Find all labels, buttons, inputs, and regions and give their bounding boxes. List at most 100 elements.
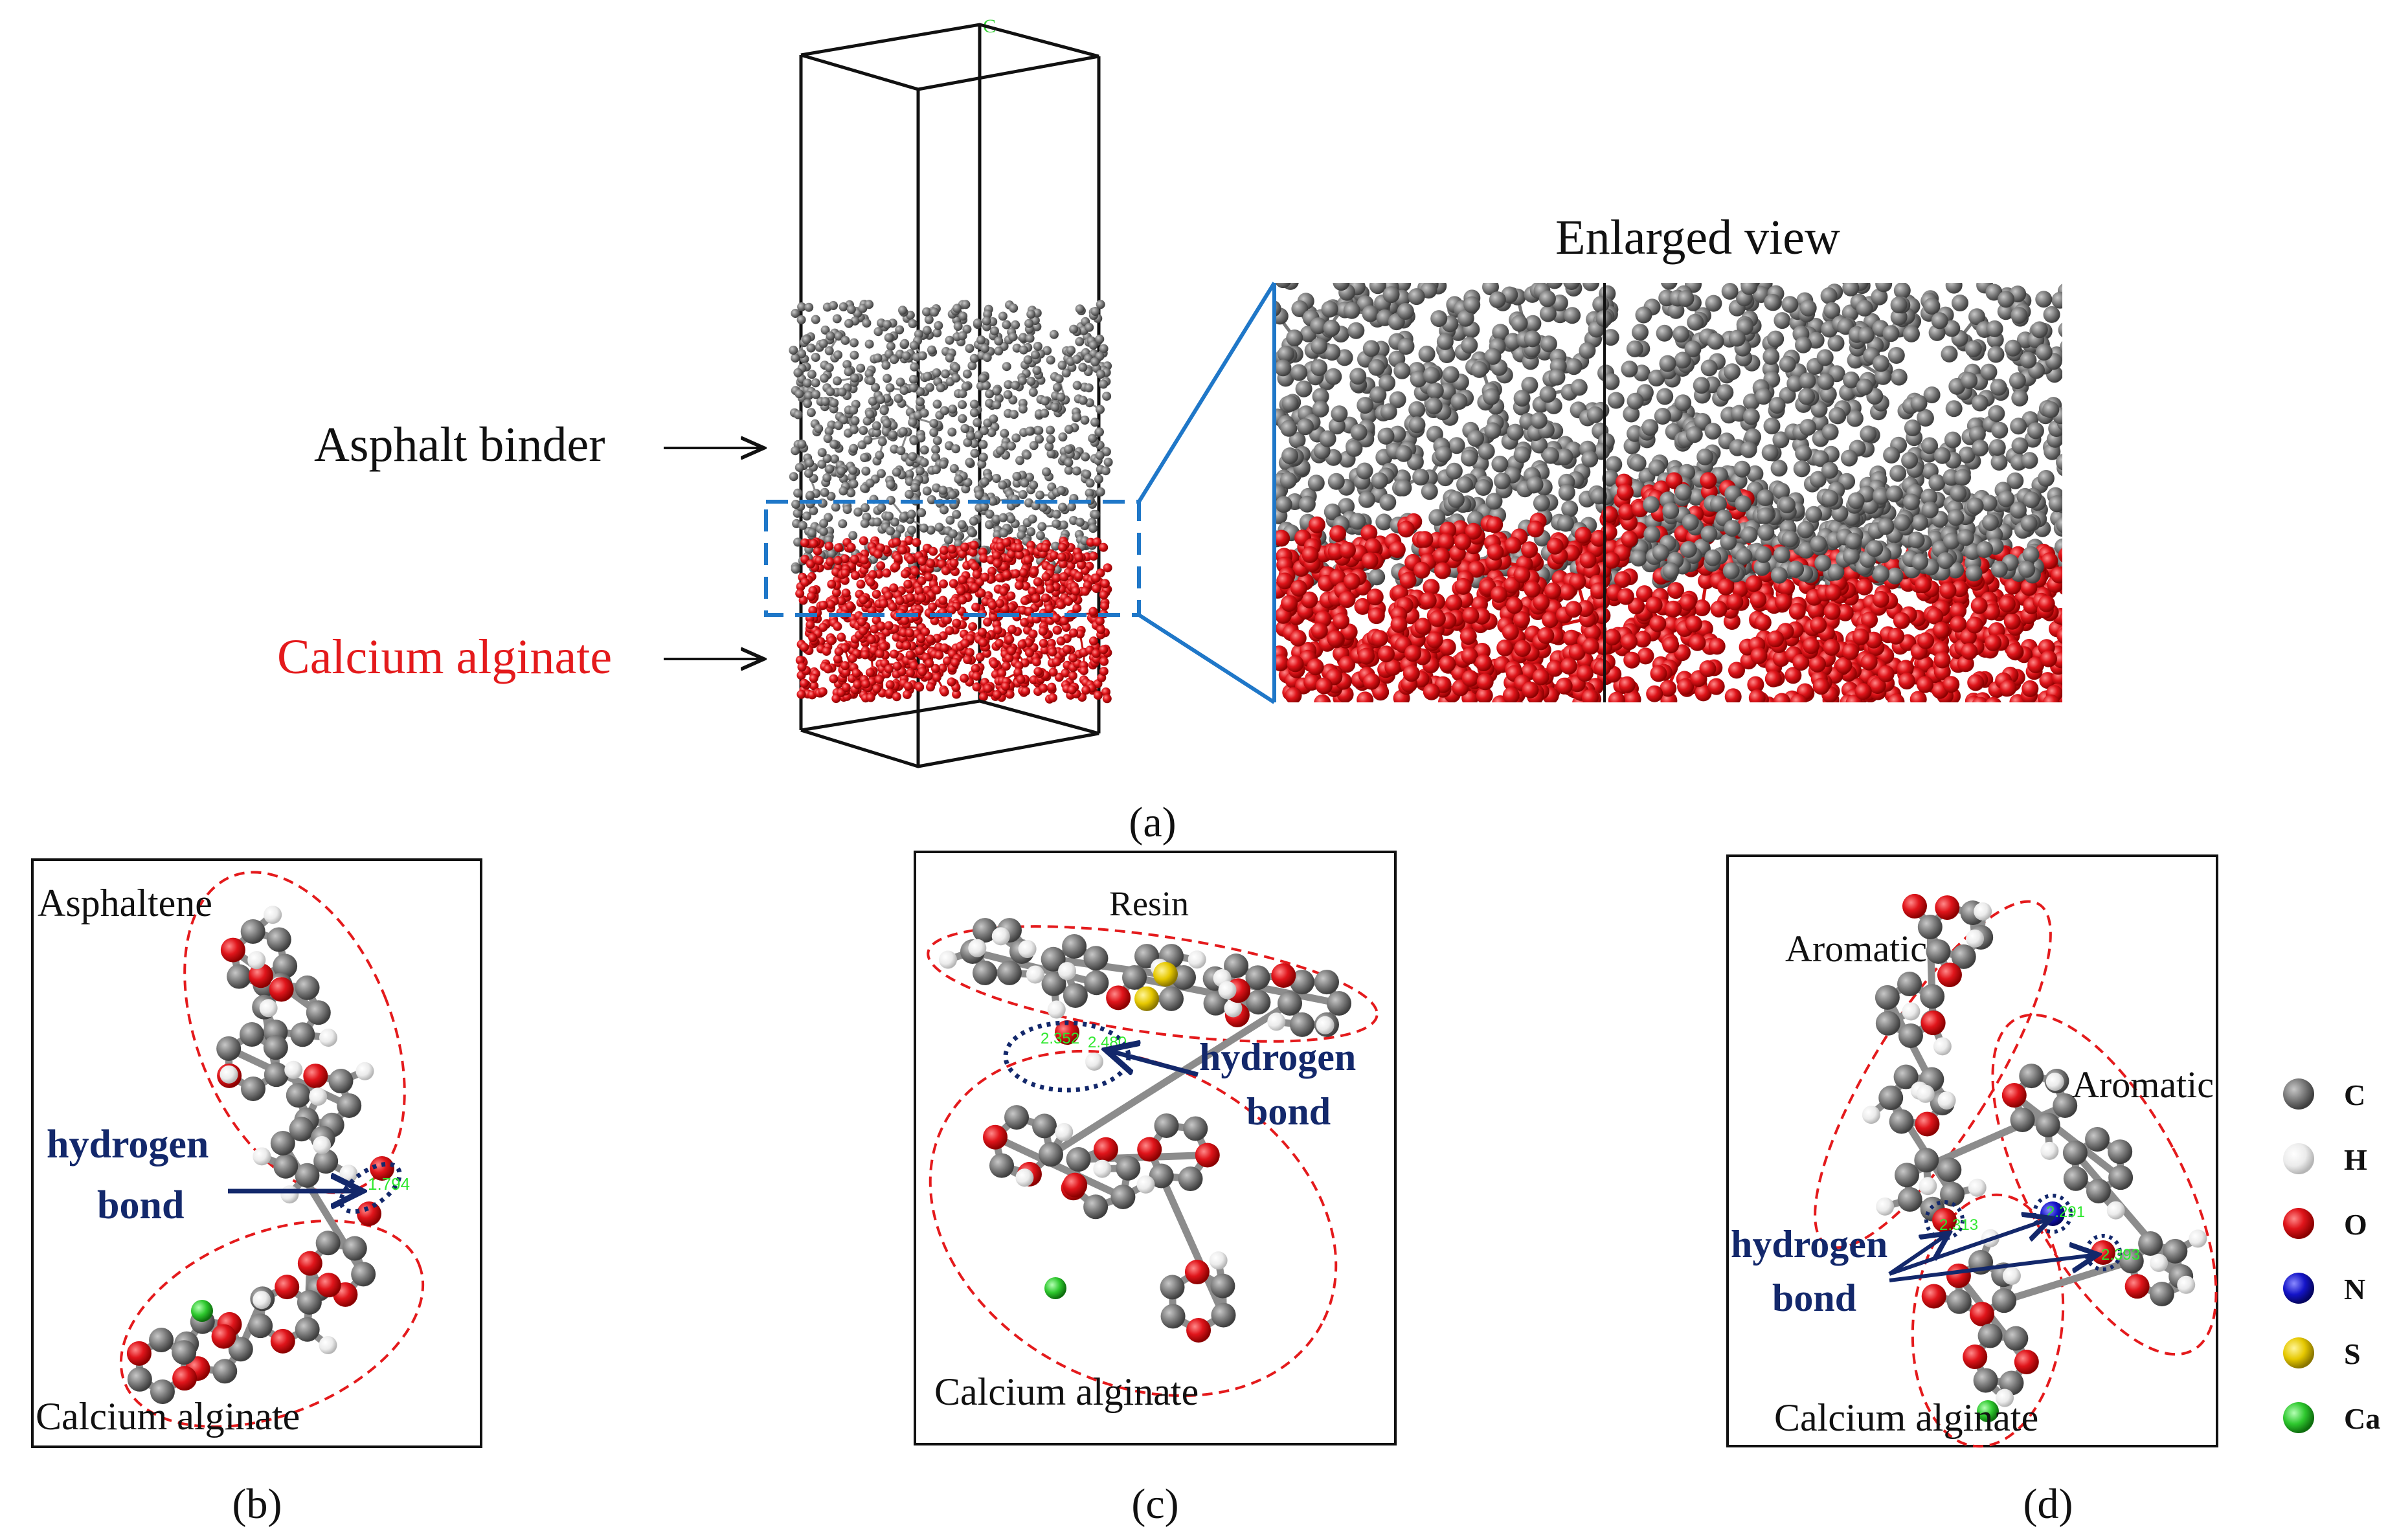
asphalt-binder-atom [791,309,800,318]
calcium-alginate-atom [995,599,1005,608]
molecule-b-atom-C [240,919,265,944]
enlarged-asphalt-atom [1410,370,1427,388]
asphalt-binder-atom [839,486,848,496]
calcium-alginate-atom [831,588,841,597]
enlarged-alginate-atom [1699,660,1717,677]
calcium-alginate-atom [798,596,808,605]
molecule-c-atom-H [1093,1159,1112,1178]
molecule-d-atom-C [1898,1023,1923,1048]
molecule-d-atom-H [2040,1141,2059,1160]
enlarged-asphalt-atom [1331,405,1348,423]
calcium-alginate-atom [829,674,839,684]
asphalt-binder-atom [1095,334,1105,344]
asphalt-binder-atom [922,486,932,496]
enlarged-asphalt-atom [1998,291,2015,308]
calcium-alginate-atom [921,627,930,637]
molecule-d-atom-O [2014,1349,2039,1374]
molecule-c-atom-H [1218,981,1237,999]
molecule-d-atom-H [1937,1091,1956,1110]
enlarged-alginate-atom [1491,586,1507,603]
enlarged-asphalt-atom [1814,554,1832,572]
enlarged-asphalt-atom [2058,322,2062,337]
enlarged-asphalt-atom [1968,425,1986,443]
molecule-c-atom-C [1066,1147,1091,1172]
calcium-alginate-atom [997,669,1007,678]
enlarged-alginate-atom [1582,638,1599,655]
calcium-alginate-atom [976,588,986,598]
asphalt-binder-atom [864,339,874,349]
asphalt-binder-atom [922,307,931,317]
calcium-alginate-atom [1076,560,1086,570]
molecule-c-atom-S [1153,962,1178,987]
asphalt-binder-atom [932,368,941,377]
enlarged-asphalt-atom [1991,421,2009,439]
asphalt-binder-atom [1034,426,1044,436]
calcium-alginate-atom [826,557,835,566]
enlarged-asphalt-atom [1805,506,1823,523]
enlarged-asphalt-atom [1890,296,1908,313]
asphalt-binder-atom [1094,474,1103,484]
enlarged-alginate-atom [1333,612,1350,630]
asphalt-binder-atom [820,397,830,407]
enlarged-asphalt-atom [1875,283,1893,293]
enlarged-asphalt-atom [2035,291,2053,308]
enlarged-alginate-atom [1364,538,1382,555]
asphalt-binder-atom [1064,445,1074,454]
enlarged-asphalt-atom [1586,406,1604,423]
asphalt-binder-atom [1096,487,1105,497]
asphalt-binder-atom [922,326,932,335]
enlarged-asphalt-atom [1886,485,1903,502]
asphalt-binder-atom [1099,344,1109,353]
calcium-alginate-atom [938,596,948,605]
calcium-alginate-atom [868,570,877,579]
calcium-alginate-atom [914,586,924,596]
asphalt-binder-atom [940,406,949,416]
molecule-b-atom-H [220,1065,238,1084]
asphalt-binder-atom [910,362,919,372]
enlarged-asphalt-atom [1810,535,1827,553]
calcium-alginate-atom [918,667,927,676]
asphalt-binder-atom [1064,425,1074,434]
asphalt-binder-atom [805,458,815,468]
enlarged-alginate-atom [1590,582,1608,599]
enlarged-asphalt-atom [1952,295,1968,311]
calcium-alginate-atom [1030,567,1039,577]
molecule-d-atom-O [1963,1345,1988,1370]
calcium-alginate-atom [915,682,925,692]
asphalt-binder-atom [838,519,848,529]
asphalt-binder-atom [1090,418,1099,427]
enlarged-alginate-atom [1909,691,1927,702]
calcium-alginate-atom [949,558,959,568]
enlarged-asphalt-atom [1513,390,1531,407]
asphalt-binder-atom [1018,375,1027,385]
calcium-alginate-atom [1028,629,1038,639]
calcium-alginate-atom [895,596,905,605]
asphalt-binder-atom [865,409,875,419]
asphalt-binder-atom [1028,514,1037,524]
molecule-b-atom-C [212,1359,238,1384]
enlarged-asphalt-atom [1819,386,1837,403]
enlarged-alginate-atom [1462,607,1480,624]
enlarged-alginate-atom [1985,697,2001,702]
enlarged-asphalt-atom [1561,500,1579,517]
enlarged-alginate-atom [1764,670,1782,687]
enlarged-alginate-atom [1439,638,1456,656]
enlarged-asphalt-atom [1297,418,1314,436]
enlarged-asphalt-atom [2037,470,2055,487]
calcium-alginate-atom [805,620,815,630]
molecule-b-atom-C [266,927,291,952]
asphalt-binder-atom [952,509,962,519]
asphalt-binder-atom [804,302,814,312]
enlarged-asphalt-atom [1904,419,1921,436]
asphalt-binder-atom [822,454,832,463]
asphalt-binder-atom [849,479,859,489]
calcium-alginate-atom [866,635,876,644]
asphalt-binder-atom [989,326,999,336]
enlarged-asphalt-atom [1722,562,1740,579]
calcium-alginate-atom [995,638,1004,648]
calcium-alginate-atom [1053,625,1063,635]
asphalt-binder-atom [982,353,992,363]
molecule-c-atom-H [1015,1168,1034,1187]
molecule-c-atom-C [973,960,997,985]
